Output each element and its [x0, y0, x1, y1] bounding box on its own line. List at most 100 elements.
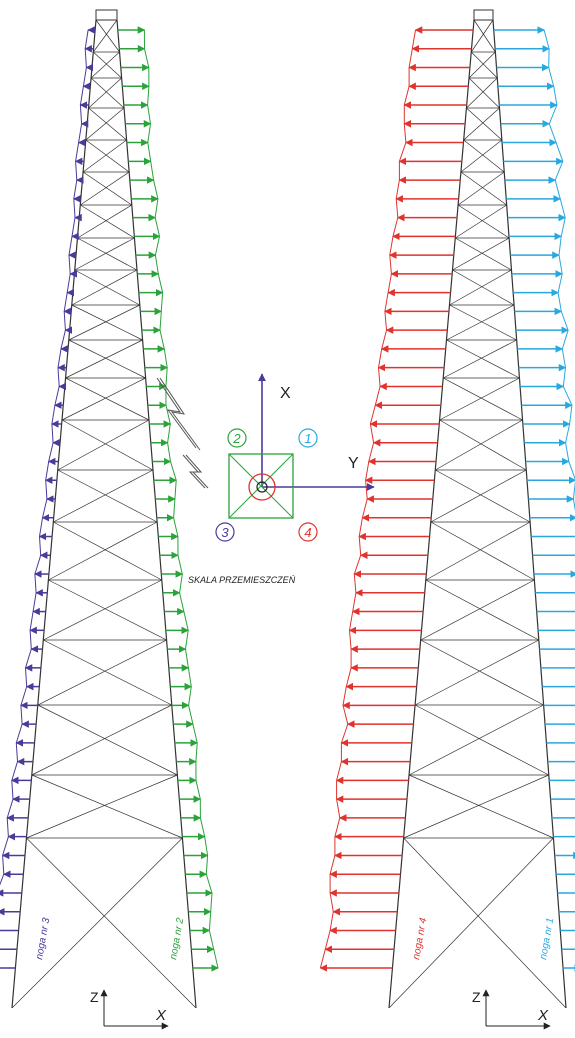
tower-leg-right: [492, 19, 567, 1009]
tower-diagonal-member: [82, 171, 132, 206]
tower-diagonal-member: [80, 171, 130, 206]
tower-diagonal-member: [92, 19, 118, 53]
local-z-axis-label: Z: [472, 989, 481, 1005]
local-x-axis-label: X: [155, 1007, 167, 1024]
tower-diagonal-member: [403, 837, 567, 1009]
local-x-axis-label: X: [537, 1007, 549, 1024]
tower-diagonal-member: [466, 77, 498, 109]
center-circle-outer: [248, 473, 276, 501]
tower-top-cap: [95, 9, 118, 21]
leg-number-4-badge: [298, 522, 318, 542]
tower-diagonal-member: [31, 704, 172, 776]
tower-leg-left: [388, 19, 475, 1009]
tower-diagonal-member: [449, 304, 517, 341]
tower-diagonal-member: [31, 774, 183, 839]
tower-diagonal-member: [26, 774, 178, 839]
tower-diagonal-member: [443, 339, 517, 379]
tower-diagonal-member: [446, 339, 520, 379]
tower-diagonal-member: [473, 19, 496, 53]
tower-diagonal-member: [37, 704, 178, 776]
leg-number-1: 1: [304, 431, 311, 446]
tower-diagonal-member: [408, 774, 554, 839]
tower-diagonal-member: [77, 237, 138, 271]
tower-diagonal-member: [452, 237, 510, 271]
tower-diagonal-member: [57, 419, 150, 471]
leg-box-diag-2: [228, 453, 294, 519]
tower-diagonal-member: [425, 579, 539, 641]
displacement-envelope-leg3: [0, 29, 89, 886]
tower-diagonal-member: [11, 837, 183, 1009]
tower-diagonal-member: [468, 51, 496, 79]
tower-diagonal-member: [74, 269, 140, 306]
tower-diagonal-member: [68, 339, 146, 379]
tower-diagonal-member: [460, 171, 507, 206]
tower-diagonal-member: [443, 377, 523, 421]
tower-diagonal-member: [439, 419, 527, 471]
leg-number-3-badge: [215, 522, 235, 542]
tower-diagonal-member: [90, 77, 125, 109]
tower-diagonal-member: [88, 107, 127, 141]
tower-diagonal-member: [80, 204, 135, 239]
tower-diagonal-member: [77, 204, 132, 239]
leg-label-leg2: noga nr 2: [168, 917, 186, 961]
tower-diagonal-member: [93, 51, 122, 79]
tower-diagonal-member: [74, 237, 135, 271]
tower-diagonal-member: [403, 774, 549, 839]
tower-diagonal-member: [71, 269, 138, 306]
local-z-axis-label: Z: [90, 989, 99, 1005]
tower-diagonal-member: [463, 107, 500, 141]
tower-diagonal-member: [408, 704, 544, 776]
tower-diagonal-member: [61, 377, 146, 421]
leg-label-leg4: noga nr 4: [411, 917, 429, 961]
tower-diagonal-member: [449, 269, 512, 306]
axis-legend: X Y 2 1 3 4 SKALA PRZEMIESZCZEŃ: [188, 373, 375, 585]
tower-diagonal-member: [430, 469, 527, 523]
tower-diagonal-member: [420, 579, 535, 641]
leg-number-3: 3: [221, 525, 229, 540]
tower-diagonal-member: [48, 521, 158, 581]
leg-number-4: 4: [304, 525, 311, 540]
leg-number-2-badge: [227, 428, 247, 448]
tower-diagonal-member: [61, 419, 154, 471]
tower-diagonal-member: [26, 837, 197, 1009]
leg-number-2: 2: [232, 431, 241, 446]
tower-diagonal-member: [425, 521, 531, 581]
tower-leg-right: [116, 19, 197, 1009]
tower-diagonal-member: [470, 19, 494, 53]
tower-diagonal-member: [88, 77, 122, 109]
tower-diagonal-member: [452, 269, 515, 306]
scale-caption: SKALA PRZEMIESZCZEŃ: [188, 575, 296, 585]
tower-diagonal-member: [53, 469, 154, 523]
tower-diagonal-member: [68, 304, 140, 341]
tower-diagonal-member: [43, 639, 172, 706]
tower-diagonal-member: [48, 579, 167, 641]
tower-diagonal-member: [439, 377, 520, 421]
tower-diagonal-member: [65, 339, 143, 379]
tower-diagonal-member: [466, 107, 503, 141]
leg-box: [228, 453, 294, 519]
tower-diagonal-member: [85, 139, 130, 173]
center-circle-inner: [256, 481, 268, 493]
displacement-envelope-leg1: [543, 29, 575, 512]
lightning-wind-icon: [156, 377, 209, 489]
tower-diagonal-member: [65, 377, 150, 421]
tower-diagonal-member: [414, 704, 549, 776]
displacement-envelope-leg2: [143, 29, 219, 969]
tower-diagonal-member: [468, 77, 500, 109]
tower-diagonal-member: [71, 304, 143, 341]
tower-top-cap: [473, 9, 494, 21]
displacement-envelope-leg4: [319, 29, 416, 969]
tower-diagonal-member: [414, 639, 539, 706]
x-axis-label: X: [280, 385, 291, 402]
tower-diagonal-member: [463, 139, 505, 173]
leg-number-1-badge: [298, 428, 318, 448]
tower-diagonal-member: [435, 469, 531, 523]
tower-diagonal-member: [446, 304, 515, 341]
tower-diagonal-member: [82, 139, 127, 173]
tower-diagonal-member: [53, 521, 162, 581]
tower-diagonal-member: [470, 51, 498, 79]
tower-leg-left: [11, 19, 97, 1009]
